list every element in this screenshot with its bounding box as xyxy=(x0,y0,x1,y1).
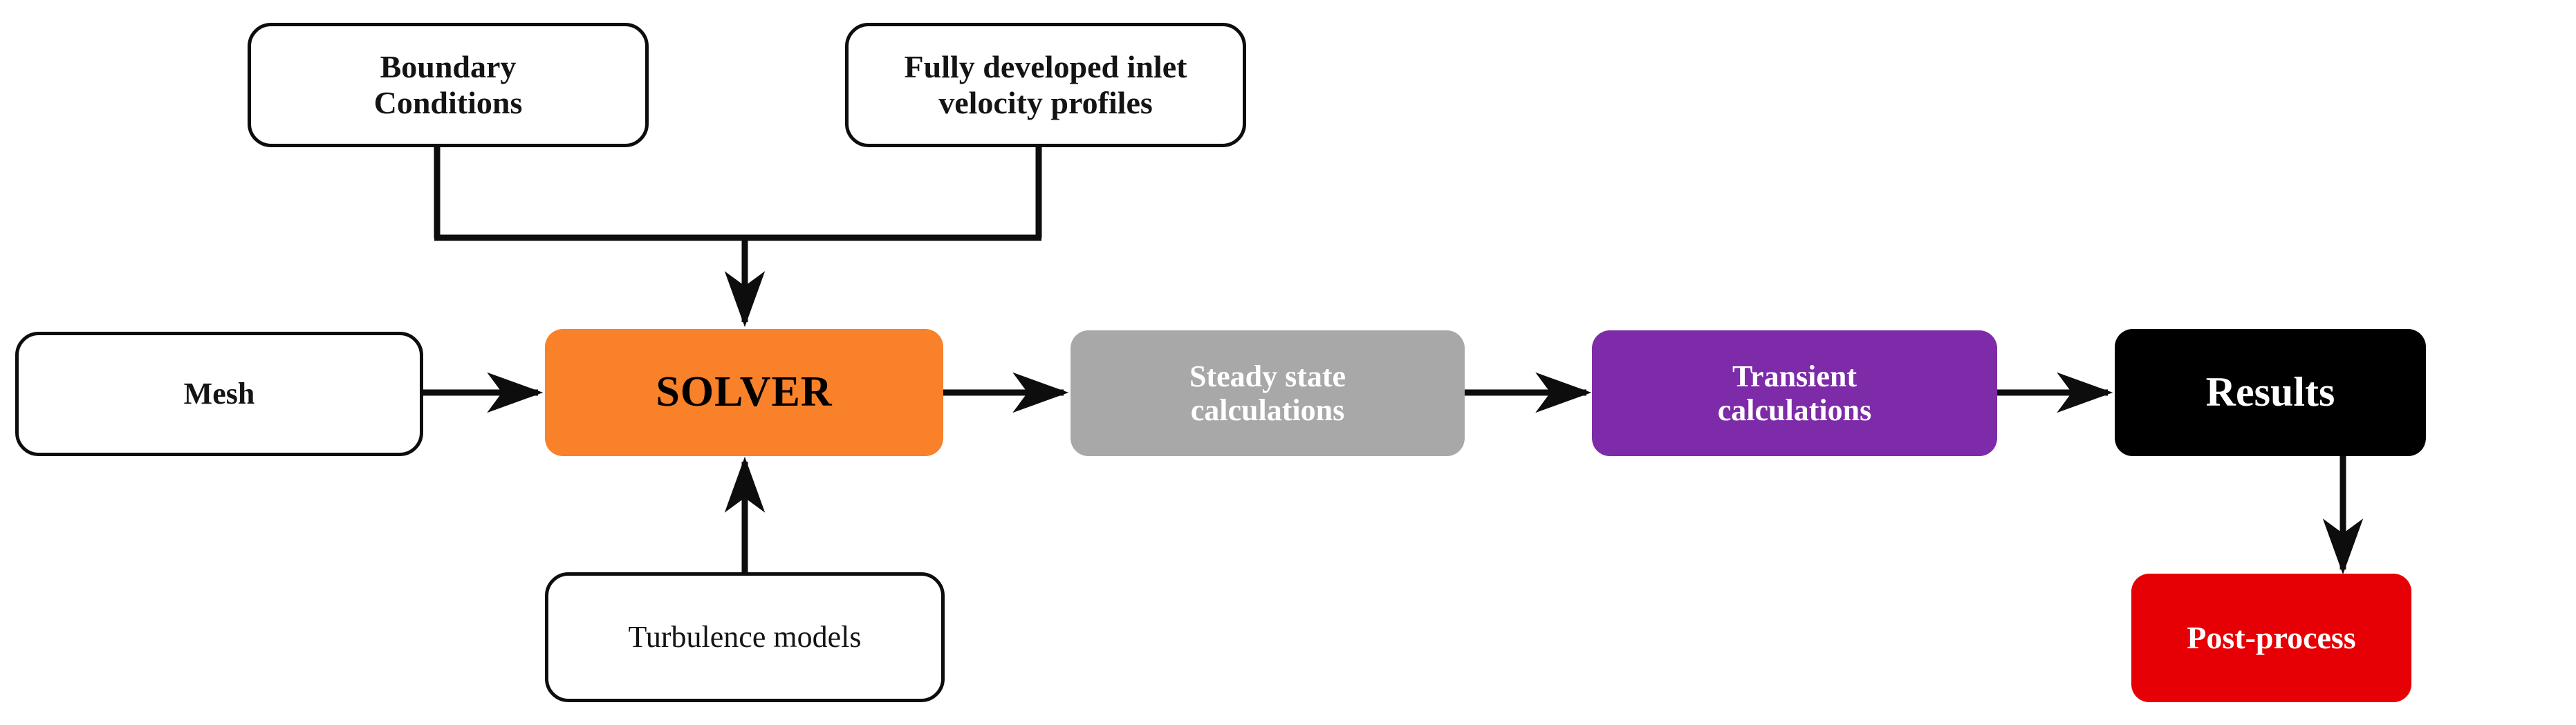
node-boundary-conditions[interactable]: Boundary Conditions xyxy=(248,23,649,147)
node-transient[interactable]: Transient calculations xyxy=(1592,330,1997,456)
node-results[interactable]: Results xyxy=(2115,329,2426,456)
node-mesh[interactable]: Mesh xyxy=(15,332,423,456)
node-steady-state-label: Steady state calculations xyxy=(1189,359,1346,427)
node-turbulence-models[interactable]: Turbulence models xyxy=(545,572,945,702)
node-inlet-profiles-label: Fully developed inlet velocity profiles xyxy=(904,49,1187,120)
node-solver-label: SOLVER xyxy=(656,368,833,416)
node-steady-state[interactable]: Steady state calculations xyxy=(1071,330,1465,456)
node-post-process-label: Post-process xyxy=(2187,620,2356,656)
node-transient-label: Transient calculations xyxy=(1717,359,1872,427)
node-boundary-conditions-label: Boundary Conditions xyxy=(373,49,523,120)
node-post-process[interactable]: Post-process xyxy=(2131,574,2411,702)
node-turbulence-models-label: Turbulence models xyxy=(628,620,862,655)
node-mesh-label: Mesh xyxy=(183,377,255,411)
node-inlet-profiles[interactable]: Fully developed inlet velocity profiles xyxy=(845,23,1246,147)
node-solver[interactable]: SOLVER xyxy=(545,329,943,456)
node-results-label: Results xyxy=(2205,369,2335,415)
